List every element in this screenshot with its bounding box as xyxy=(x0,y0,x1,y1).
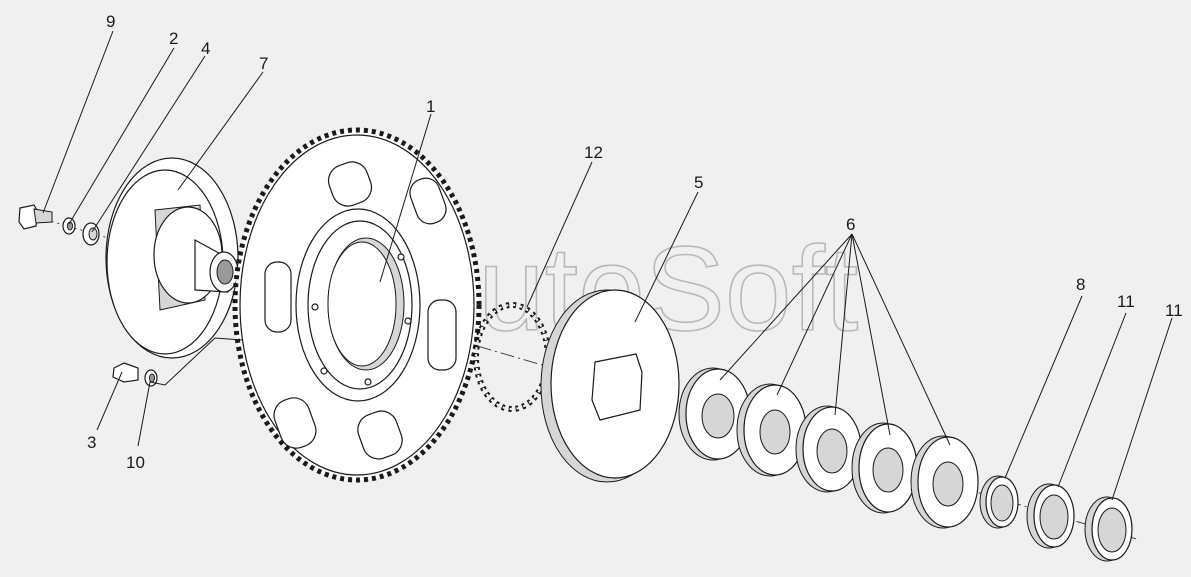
part-3-screw xyxy=(112,362,139,383)
callout-12: 12 xyxy=(584,143,603,162)
part-7-hub xyxy=(105,157,239,359)
callout-6: 6 xyxy=(846,215,855,234)
callout-3: 3 xyxy=(87,433,96,452)
callout-5: 5 xyxy=(694,173,703,192)
part-6-washers xyxy=(678,367,979,529)
part-2-washer xyxy=(62,217,76,235)
part-8-ring xyxy=(979,475,1019,529)
part-11-nut-b xyxy=(1084,496,1133,562)
callout-8: 8 xyxy=(1076,275,1085,294)
part-9-bolt xyxy=(18,204,53,230)
callout-labels: 9 2 4 7 1 12 5 6 8 11 11 3 10 xyxy=(87,12,1183,472)
washer-6c xyxy=(795,405,862,493)
part-5-disc xyxy=(540,289,680,483)
washer-6e xyxy=(910,435,979,529)
callout-10: 10 xyxy=(126,453,145,472)
callout-9: 9 xyxy=(106,12,115,31)
part-10-nut xyxy=(144,369,158,387)
callout-11a: 11 xyxy=(1117,292,1135,311)
callout-1: 1 xyxy=(426,97,435,116)
callout-11b: 11 xyxy=(1165,301,1183,320)
part-1-sprocket xyxy=(232,127,482,483)
callout-2: 2 xyxy=(169,29,178,48)
leader-lines xyxy=(42,30,1173,501)
washer-6b xyxy=(736,383,807,477)
part-11-nut-a xyxy=(1026,483,1075,549)
part-4-washer xyxy=(82,222,100,246)
callout-7: 7 xyxy=(259,54,268,73)
washer-6a xyxy=(678,367,751,461)
callout-4: 4 xyxy=(201,39,210,58)
washer-6d xyxy=(851,422,918,514)
